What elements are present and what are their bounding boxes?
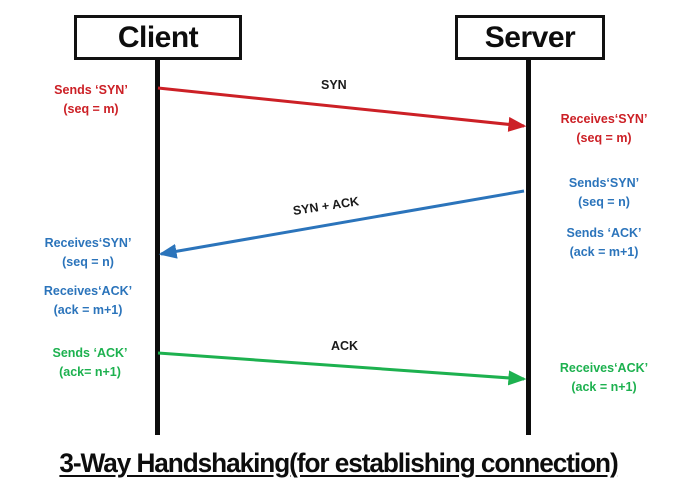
note-line: (ack = m+1) xyxy=(569,245,639,260)
note-line: Receives‘ACK’ xyxy=(43,284,133,298)
note-client-sends-syn: Sends ‘SYN’ (seq = m) xyxy=(32,81,150,120)
diagram-footer-title: 3-Way Handshaking(for establishing conne… xyxy=(59,448,618,478)
arrow-caption-ack: ACK xyxy=(331,339,359,353)
note-line: Sends ‘ACK’ xyxy=(52,346,128,360)
arrow-caption-syn: SYN xyxy=(321,78,347,92)
arrow-syn xyxy=(157,86,527,132)
note-line: (ack = n+1) xyxy=(571,380,637,395)
arrow-syn-ack xyxy=(158,189,525,259)
note-line: Sends‘SYN’ xyxy=(568,176,640,190)
note-line: (seq = n) xyxy=(62,255,114,270)
note-line: Sends ‘ACK’ xyxy=(566,226,642,240)
server-participant-box: Server xyxy=(455,15,605,60)
client-participant-box: Client xyxy=(74,15,242,60)
note-line: (seq = m) xyxy=(576,131,632,146)
note-line: Receives‘SYN’ xyxy=(560,112,648,126)
server-lifeline xyxy=(526,60,531,435)
note-server-sends-ack: Sends ‘ACK’ (ack = m+1) xyxy=(543,224,665,263)
note-server-sends-syn: Sends‘SYN’ (seq = n) xyxy=(545,174,663,213)
note-client-receives-ack: Receives‘ACK’ (ack = m+1) xyxy=(26,282,150,321)
client-label: Client xyxy=(117,20,199,54)
note-client-sends-ack: Sends ‘ACK’ (ack= n+1) xyxy=(30,344,150,383)
note-client-receives-syn: Receives‘SYN’ (seq = n) xyxy=(26,234,150,273)
note-line: (seq = m) xyxy=(63,102,119,117)
note-line: Receives‘SYN’ xyxy=(44,236,132,250)
server-label: Server xyxy=(484,20,576,54)
note-server-receives-ack: Receives‘ACK’ (ack = n+1) xyxy=(543,359,665,398)
note-line: (ack = m+1) xyxy=(53,303,123,318)
note-server-receives-syn: Receives‘SYN’ (seq = m) xyxy=(545,110,663,149)
client-lifeline xyxy=(155,60,160,435)
note-line: Receives‘ACK’ xyxy=(559,361,649,375)
note-line: (ack= n+1) xyxy=(59,365,121,380)
note-line: (seq = n) xyxy=(578,195,630,210)
note-line: Sends ‘SYN’ xyxy=(54,83,128,97)
arrow-ack xyxy=(157,351,527,386)
